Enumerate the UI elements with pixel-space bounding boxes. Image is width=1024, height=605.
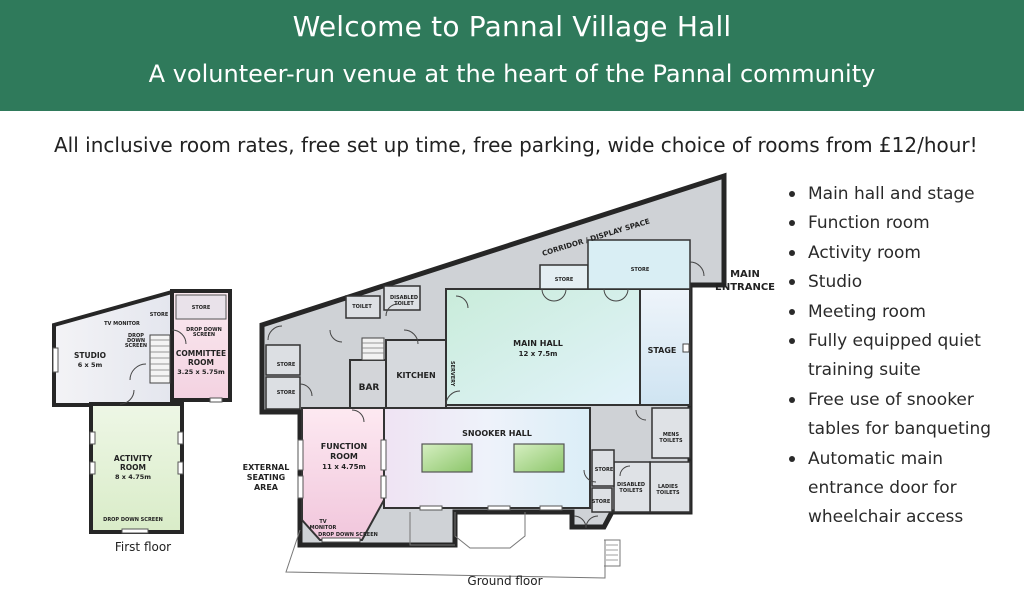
activity-screen-label: DROP DOWN SCREEN — [103, 517, 163, 523]
left-store-label-1: STORE — [277, 362, 296, 368]
main-hall — [445, 288, 641, 406]
stairs — [149, 334, 171, 384]
first-floor-caption: First floor — [115, 540, 171, 554]
main-hall-size: 12 x 7.5m — [519, 350, 558, 358]
ladies-toilets — [649, 461, 691, 513]
snooker-hall-label: SNOOKER HALL — [462, 429, 532, 438]
feature-item: Main hall and stage — [788, 180, 1018, 209]
main-store-label-2: STORE — [631, 267, 650, 273]
studio-size: 6 x 5m — [78, 361, 103, 369]
disabled-toilet — [383, 285, 421, 311]
mens-toilets — [651, 407, 691, 459]
stage-label: STAGE — [648, 346, 677, 355]
function-room-label-2: ROOM — [330, 452, 358, 461]
ground-stairs — [361, 337, 385, 361]
drop-down-label-1: DROP — [128, 333, 144, 339]
disabled-toilets-label-1: DISABLED — [617, 482, 645, 488]
toilet — [345, 295, 381, 319]
tv-label-2: MONITOR — [310, 525, 337, 531]
function-room-label-1: FUNCTION — [321, 442, 367, 451]
floor-plan: STUDIO 6 x 5m TV MONITOR STORE DROP DOWN… — [52, 172, 775, 588]
activity-label-2: ROOM — [120, 463, 146, 472]
function-room-size: 11 x 4.75m — [322, 463, 366, 471]
tv-label-1: TV — [319, 519, 326, 525]
store-left-1 — [265, 344, 301, 376]
snooker-table-1 — [421, 443, 473, 473]
studio-label: STUDIO — [74, 351, 106, 360]
store-right-2 — [591, 487, 613, 513]
store-right-1 — [591, 449, 615, 487]
stage — [639, 288, 691, 406]
committee-store — [175, 294, 227, 320]
external-seating-label-2: SEATING — [247, 473, 286, 482]
right-store-label-2: STORE — [592, 499, 611, 505]
disabled-toilets-label-2: TOILETS — [619, 488, 643, 494]
committee-screen-label-1: DROP DOWN — [186, 327, 222, 333]
kitchen-label: KITCHEN — [396, 371, 435, 380]
drop-down-label-2: DOWN — [127, 338, 145, 344]
feature-item: Free use of snooker tables for banquetin… — [788, 386, 1018, 445]
servery-label: SERVERY — [449, 361, 455, 387]
main-store-label-1: STORE — [555, 277, 574, 283]
main-entrance-label-2: ENTRANCE — [715, 282, 775, 293]
activity-size: 8 x 4.75m — [115, 473, 151, 481]
welcome-banner: Welcome to Pannal Village Hall A volunte… — [0, 0, 1024, 111]
bar-label: BAR — [359, 383, 380, 393]
feature-item: Automatic main entrance door for wheelch… — [788, 445, 1018, 533]
feature-item: Studio — [788, 268, 1018, 297]
store-left-2 — [265, 376, 301, 410]
studio-store-label: STORE — [150, 312, 169, 318]
disabled-toilets — [613, 461, 651, 513]
mens-toilets-label-1: MENS — [663, 432, 680, 438]
main-entrance-label-1: MAIN — [730, 269, 760, 280]
function-room — [301, 407, 385, 541]
main-hall-store-2 — [587, 239, 691, 290]
external-seating-label-1: EXTERNAL — [243, 463, 290, 472]
external-seating-label-3: AREA — [254, 483, 279, 492]
tv-monitor-label: TV MONITOR — [104, 321, 140, 327]
committee-screen-label-2: SCREEN — [193, 332, 215, 338]
features-list: Main hall and stage Function room Activi… — [788, 180, 1018, 533]
toilet-label: TOILET — [352, 304, 372, 310]
activity-room — [89, 402, 184, 534]
left-store-label-2: STORE — [277, 390, 296, 396]
feature-item: Function room — [788, 209, 1018, 238]
ladies-toilets-label-1: LADIES — [658, 484, 678, 490]
activity-label-1: ACTIVITY — [114, 454, 153, 463]
feature-item: Meeting room — [788, 298, 1018, 327]
function-screen-label: DROP DOWN SCREEN — [318, 532, 378, 538]
feature-item: Activity room — [788, 239, 1018, 268]
committee-label-1: COMMITTEE — [176, 349, 226, 358]
mens-toilets-label-2: TOILETS — [659, 438, 683, 444]
first-floor-plan: STUDIO 6 x 5m TV MONITOR STORE DROP DOWN… — [52, 289, 232, 554]
banner-subtitle: A volunteer-run venue at the heart of th… — [148, 60, 876, 88]
drop-down-label-3: SCREEN — [125, 343, 147, 349]
committee-store-label: STORE — [192, 305, 211, 311]
feature-item: Fully equipped quiet training suite — [788, 327, 1018, 386]
ground-floor-plan: CORRIDOR / DISPLAY SPACE MAIN ENTRANCE M… — [243, 172, 775, 588]
snooker-table-2 — [513, 443, 565, 473]
disabled-toilet-label-2: TOILET — [394, 301, 414, 307]
right-store-label-1: STORE — [595, 467, 614, 473]
banner-title: Welcome to Pannal Village Hall — [292, 10, 732, 43]
ladies-toilets-label-2: TOILETS — [656, 490, 680, 496]
committee-label-2: ROOM — [188, 358, 214, 367]
disabled-toilet-label-1: DISABLED — [390, 295, 418, 301]
ground-floor-caption: Ground floor — [467, 574, 542, 588]
committee-size: 3.25 x 5.75m — [177, 368, 225, 376]
main-hall-label: MAIN HALL — [513, 339, 563, 348]
rates-tagline: All inclusive room rates, free set up ti… — [54, 133, 978, 157]
